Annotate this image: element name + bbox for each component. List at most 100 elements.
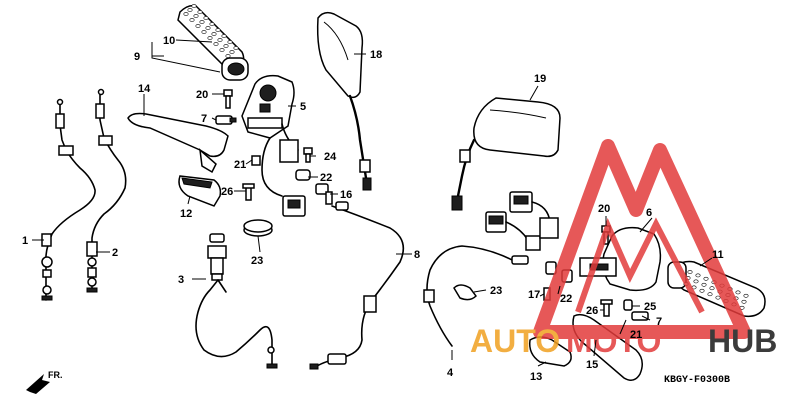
- right-switch-cluster: [485, 191, 559, 251]
- callout-21-right: 21: [630, 329, 642, 341]
- callout-8: 8: [414, 249, 420, 261]
- callout-1: 1: [22, 235, 28, 247]
- callout-10: 10: [163, 35, 175, 47]
- callout-22-left: 22: [320, 172, 332, 184]
- callout-3: 3: [178, 274, 184, 286]
- callout-18: 18: [370, 49, 382, 61]
- callout-20-right: 20: [598, 203, 610, 215]
- grip-texture-dot: [217, 38, 223, 42]
- grip-texture-dot: [709, 286, 715, 291]
- callout-17: 17: [528, 289, 540, 301]
- callout-19: 19: [534, 73, 546, 85]
- diagram-code: KBGY-F0300B: [664, 375, 730, 386]
- clamp-23-left: [243, 219, 273, 237]
- callout-22-right: 22: [560, 293, 572, 305]
- watermark-moto: MOTO: [566, 323, 661, 359]
- callout-7-right: 7: [656, 316, 662, 328]
- grip-texture-dot: [215, 28, 221, 32]
- grip-texture-dot: [703, 276, 709, 281]
- grip-texture-dot: [687, 270, 693, 274]
- callout-24: 24: [324, 151, 337, 163]
- callout-23-left: 23: [251, 255, 263, 267]
- grip-texture-dot: [715, 295, 721, 300]
- adjuster-16: [315, 183, 333, 205]
- grip-texture-dot: [699, 288, 705, 293]
- callout-leaders: [32, 39, 713, 367]
- callout-21-left: 21: [234, 159, 246, 171]
- grip-texture-dot: [189, 18, 195, 22]
- callout-9: 9: [134, 51, 140, 63]
- callout-14: 14: [138, 83, 151, 95]
- clamp-23-right: [453, 284, 477, 301]
- left-grip: [177, 4, 249, 81]
- grip-texture-dot: [207, 36, 213, 40]
- grip-texture-dot: [225, 54, 231, 58]
- bolt-24: [303, 147, 313, 163]
- callout-11: 11: [712, 249, 724, 261]
- callout-26-left: 26: [221, 186, 233, 198]
- grip-texture-dot: [735, 290, 741, 295]
- clutch-cable: [41, 98, 96, 301]
- grip-texture-dot: [693, 279, 699, 284]
- screws-right: [600, 299, 649, 321]
- grip-texture-dot: [201, 30, 207, 34]
- callout-15: 15: [586, 359, 598, 371]
- callout-5: 5: [300, 101, 306, 113]
- grip-texture-dot: [195, 24, 201, 28]
- grip-texture-dot: [707, 292, 713, 297]
- callout-23-right: 23: [490, 285, 502, 297]
- grip-texture-dot: [229, 50, 235, 54]
- cable-3: [195, 233, 278, 369]
- left-mirror: [316, 11, 372, 191]
- grip-texture-dot: [199, 20, 205, 24]
- callout-6: 6: [646, 207, 652, 219]
- cable-8: [309, 201, 405, 370]
- throttle-cable: [86, 88, 127, 293]
- grip-texture-dot: [191, 4, 197, 8]
- screw-26-left: [242, 183, 255, 201]
- grip-texture-dot: [741, 299, 747, 304]
- grip-texture-dot: [193, 14, 199, 18]
- watermark-auto: AUTO: [470, 323, 560, 359]
- switch-21-left: [251, 155, 261, 166]
- choke-lever: [178, 175, 222, 207]
- callout-25: 25: [644, 301, 656, 313]
- grip-texture-dot: [211, 32, 217, 36]
- left-switch-housing: [241, 74, 295, 139]
- callout-20-left: 20: [196, 89, 208, 101]
- watermark-hub: HUB: [708, 323, 777, 359]
- callout-26-right: 26: [586, 305, 598, 317]
- grip-texture-dot: [213, 42, 219, 46]
- grip-texture-dot: [219, 48, 225, 52]
- grip-texture-dot: [221, 34, 227, 38]
- callout-numbers: 10 9 14 20 7 5 18 1 2 3 12 26 21 23 24 2…: [22, 35, 724, 383]
- clutch-lever: [127, 112, 229, 174]
- fr-label: FR.: [48, 370, 63, 380]
- callout-2: 2: [112, 247, 118, 259]
- grip-texture-dot: [743, 293, 749, 298]
- grip-texture-dot: [695, 273, 701, 278]
- callout-12: 12: [180, 208, 192, 220]
- pivot-bolt: [215, 115, 237, 125]
- grip-texture-dot: [227, 40, 233, 44]
- grip-texture-dot: [209, 22, 215, 26]
- grip-texture-dot: [203, 16, 209, 20]
- grip-texture-dot: [233, 46, 239, 50]
- grip-texture-dot: [223, 44, 229, 48]
- grip-texture-dot: [205, 26, 211, 30]
- callout-16: 16: [340, 189, 352, 201]
- callout-13: 13: [530, 371, 542, 383]
- callout-7-left: 7: [201, 113, 207, 125]
- grip-texture-dot: [183, 12, 189, 16]
- front-direction-indicator: FR.: [26, 370, 63, 394]
- grip-texture-dot: [197, 10, 203, 14]
- left-switch-wiring: [261, 123, 311, 217]
- callout-4: 4: [447, 367, 454, 379]
- screw-20-left: [223, 89, 233, 109]
- watermark-logo: AUTO MOTO HUB: [470, 139, 777, 359]
- grip-texture-dot: [701, 282, 707, 287]
- grip-texture-dot: [187, 8, 193, 12]
- cable-4: [423, 245, 529, 347]
- right-mirror: [451, 97, 561, 211]
